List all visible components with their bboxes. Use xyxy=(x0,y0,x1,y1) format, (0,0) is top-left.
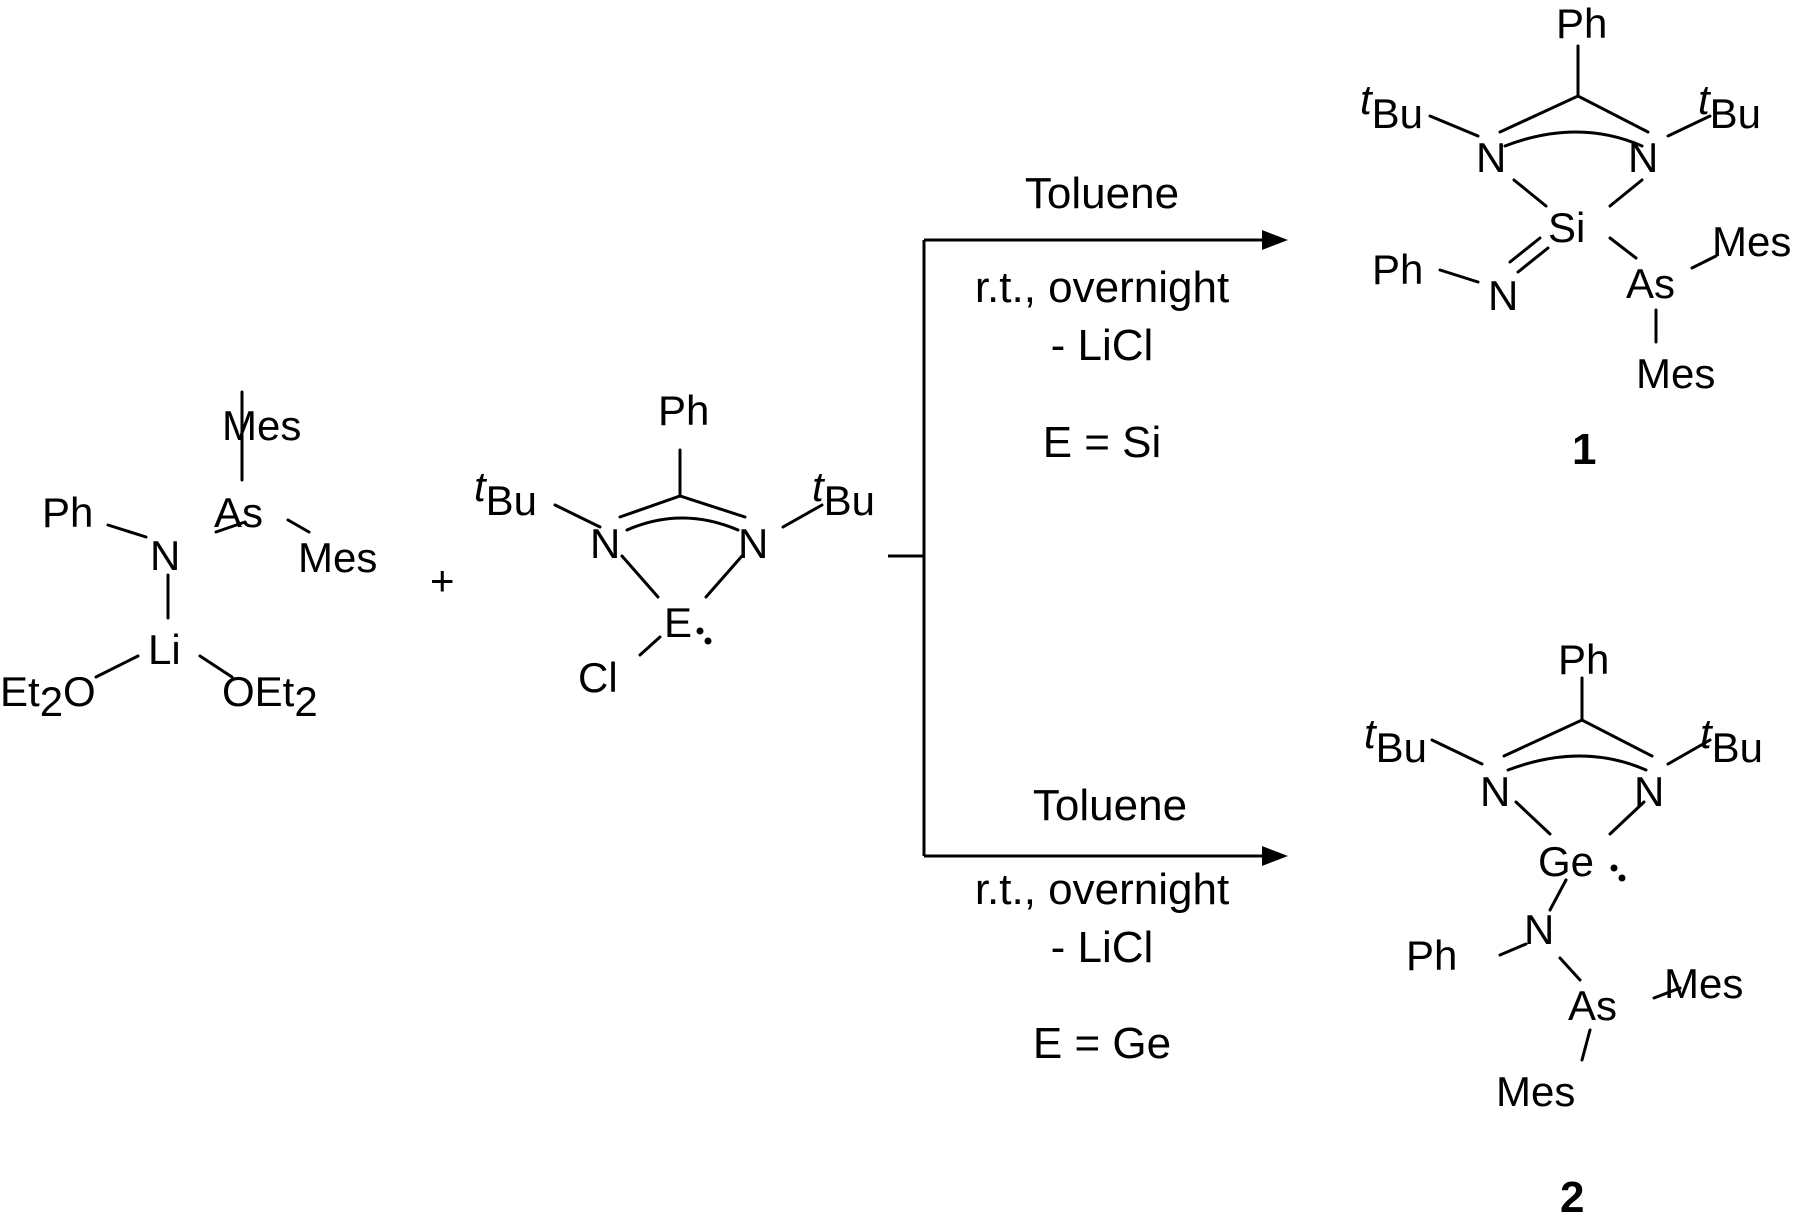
tbu-label: tBu xyxy=(1360,76,1423,137)
n-label: N xyxy=(1480,768,1510,815)
e-label: E xyxy=(664,599,692,646)
element-label: E = Si xyxy=(1043,418,1162,467)
n-label: N xyxy=(1488,272,1518,319)
tbu-label: tBu xyxy=(474,463,537,524)
ph-label: Ph xyxy=(1406,932,1457,979)
compound-number: 2 xyxy=(1560,1173,1584,1222)
solvent-label: Toluene xyxy=(1033,781,1187,830)
et2o-label: Et2O xyxy=(0,668,96,725)
conditions-label: r.t., overnight xyxy=(975,263,1229,312)
mes-label: Mes xyxy=(1712,218,1791,265)
li-label: Li xyxy=(148,626,181,673)
solvent-label: Toluene xyxy=(1025,169,1179,218)
lone-pair-dot xyxy=(1618,874,1626,882)
reactant-1-lithium-amide: Mes Ph As Mes N Li Et2O OEt2 xyxy=(0,390,377,725)
reaction-conditions-bottom: Toluene r.t., overnight - LiCl E = Ge xyxy=(975,781,1229,1068)
si-label: Si xyxy=(1548,204,1585,251)
product-2-germylene: Ph tBu tBu N N Ge N Ph As Mes Mes 2 xyxy=(1364,636,1763,1222)
reaction-arrows xyxy=(888,230,1288,866)
mes-label: Mes xyxy=(298,534,377,581)
n-label: N xyxy=(738,520,768,567)
tbu-label: tBu xyxy=(1698,76,1761,137)
lone-pair-dot xyxy=(1610,864,1618,872)
n-label: N xyxy=(1634,768,1664,815)
product-1-silylene: Ph tBu tBu N N Si Ph N As Mes Mes 1 xyxy=(1360,0,1791,474)
mes-label: Mes xyxy=(222,402,301,449)
ph-label: Ph xyxy=(1558,636,1609,683)
as-label: As xyxy=(1568,982,1617,1029)
as-label: As xyxy=(1626,260,1675,307)
ph-label: Ph xyxy=(1556,0,1607,47)
n-label: N xyxy=(1524,906,1554,953)
ph-label: Ph xyxy=(42,489,93,536)
ph-label: Ph xyxy=(658,387,709,434)
n-label: N xyxy=(590,520,620,567)
compound-number: 1 xyxy=(1572,425,1596,474)
element-label: E = Ge xyxy=(1033,1019,1171,1068)
plus-sign: + xyxy=(430,557,455,604)
n-label: N xyxy=(150,532,180,579)
tbu-label: tBu xyxy=(812,463,875,524)
byproduct-label: - LiCl xyxy=(1051,321,1154,370)
tbu-label: tBu xyxy=(1700,710,1763,771)
as-label: As xyxy=(214,489,263,536)
oet2-label: OEt2 xyxy=(222,668,318,725)
n-label: N xyxy=(1628,134,1658,181)
ph-label: Ph xyxy=(1372,246,1423,293)
cl-label: Cl xyxy=(578,654,618,701)
mes-label: Mes xyxy=(1664,960,1743,1007)
ge-label: Ge xyxy=(1538,838,1594,885)
mes-label: Mes xyxy=(1496,1068,1575,1115)
n-label: N xyxy=(1476,134,1506,181)
lone-pair-dot xyxy=(704,637,712,645)
mes-label: Mes xyxy=(1636,350,1715,397)
reactant-2-amidinato-chloride: Ph tBu tBu N N E Cl xyxy=(474,387,875,701)
byproduct-label: - LiCl xyxy=(1051,923,1154,972)
conditions-label: r.t., overnight xyxy=(975,865,1229,914)
lone-pair-dot xyxy=(696,627,704,635)
tbu-label: tBu xyxy=(1364,710,1427,771)
reaction-conditions-top: Toluene r.t., overnight - LiCl E = Si xyxy=(975,169,1229,467)
